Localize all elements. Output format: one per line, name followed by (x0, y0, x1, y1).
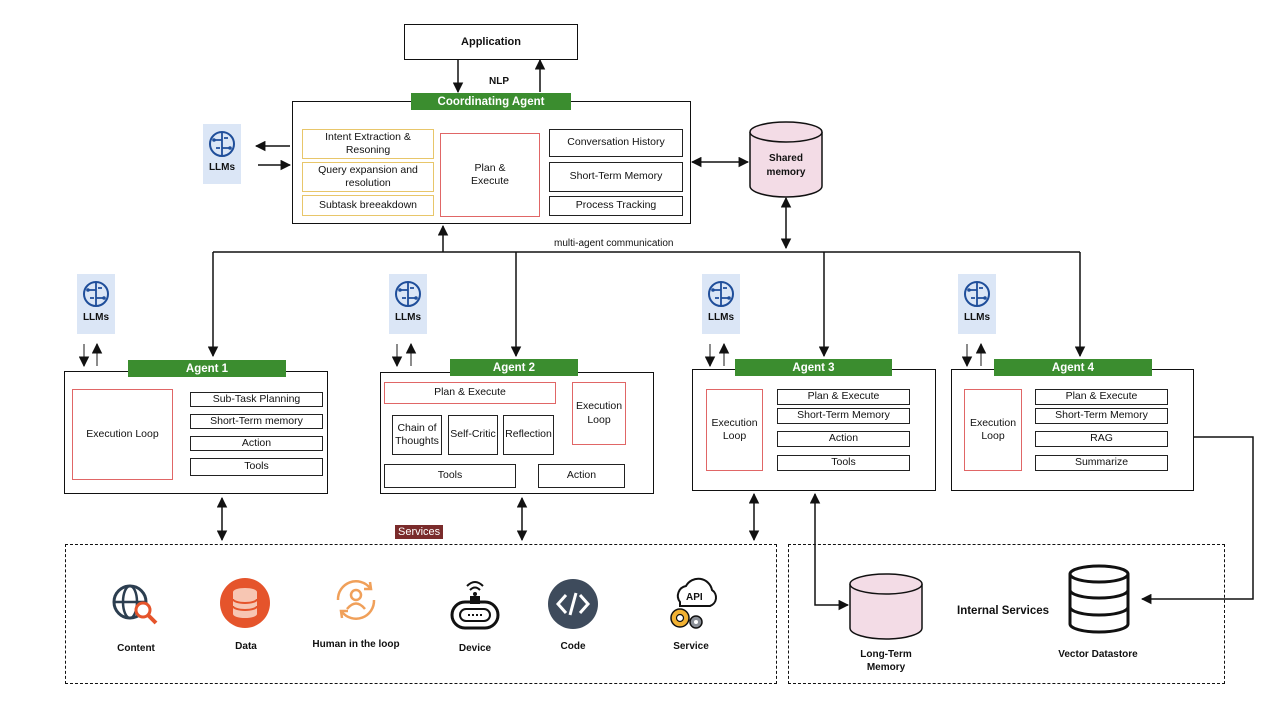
coordinating-agent-box: Intent Extraction & Resoning Query expan… (292, 101, 691, 224)
agent4-box: Execution Loop Plan & Execute Short-Term… (951, 369, 1194, 491)
agent1-execution-loop: Execution Loop (72, 389, 173, 480)
service-code-label: Code (560, 641, 586, 652)
shared-memory-cylinder (749, 121, 823, 198)
query-expansion: Query expansion and resolution (302, 162, 434, 192)
agent1-subtask-planning: Sub-Task Planning (190, 392, 323, 407)
services-label: Services (395, 525, 444, 539)
brain-icon (83, 281, 109, 307)
agent2-title: Agent 2 (450, 359, 578, 376)
api-gear-icon: API (670, 577, 717, 629)
agent3-short-term-memory: Short-Term Memory (777, 408, 910, 424)
short-term-memory: Short-Term Memory (549, 162, 683, 192)
code-icon (548, 579, 598, 629)
agent1-tools: Tools (190, 458, 323, 476)
llm-label: LLMs (963, 312, 991, 323)
brain-icon (209, 131, 235, 157)
agent4-short-term-memory: Short-Term Memory (1035, 408, 1168, 424)
brain-icon (395, 281, 421, 307)
agent2-box: Plan & Execute Execution Loop Chain of T… (380, 372, 654, 494)
llm-label: LLMs (394, 312, 422, 323)
agent2-self-critic: Self-Critic (448, 415, 498, 455)
agent2-plan-execute: Plan & Execute (384, 382, 556, 404)
nlp-label: NLP (489, 76, 509, 87)
llm-label: LLMs (707, 312, 735, 323)
agent3-action: Action (777, 431, 910, 447)
agent3-tools: Tools (777, 455, 910, 471)
shared-memory-label: Shared memory (766, 153, 806, 178)
conversation-history: Conversation History (549, 129, 683, 157)
agent3-plan-execute: Plan & Execute (777, 389, 910, 405)
llm-block-agent1: LLMs (77, 274, 115, 334)
agent2-reflection: Reflection (503, 415, 554, 455)
agent2-chain-of-thoughts: Chain of Thoughts (392, 415, 442, 455)
brain-icon (964, 281, 990, 307)
llm-block-coordinator: LLMs (203, 124, 241, 184)
service-service-label: Service (673, 641, 709, 652)
agent4-plan-execute: Plan & Execute (1035, 389, 1168, 405)
agent3-box: Execution Loop Plan & Execute Short-Term… (692, 369, 936, 491)
coordinating-agent-title: Coordinating Agent (411, 93, 571, 110)
brain-icon (708, 281, 734, 307)
multi-agent-communication-label: multi-agent communication (554, 238, 674, 249)
application-box: Application (404, 24, 578, 60)
globe-search-icon (112, 584, 158, 625)
service-content-label: Content (117, 643, 155, 654)
long-term-memory-label: Long-Term Memory (860, 649, 912, 673)
svg-text:API: API (686, 592, 703, 603)
service-human-label: Human in the loop (312, 639, 400, 650)
llm-block-agent4: LLMs (958, 274, 996, 334)
llm-label: LLMs (82, 312, 110, 323)
intent-extraction: Intent Extraction & Resoning (302, 129, 434, 159)
agent1-box: Execution Loop Sub-Task Planning Short-T… (64, 371, 328, 494)
llm-label: LLMs (208, 162, 236, 173)
service-data-label: Data (235, 641, 257, 652)
vector-datastore-label: Vector Datastore (1058, 649, 1138, 660)
human-loop-icon (336, 580, 376, 620)
database-icon (220, 578, 270, 628)
agent1-title: Agent 1 (128, 360, 286, 377)
long-term-memory-cylinder (849, 573, 923, 640)
llm-block-agent3: LLMs (702, 274, 740, 334)
vector-datastore-icon (1068, 564, 1130, 634)
internal-services-region (788, 544, 1225, 684)
agent4-execution-loop: Execution Loop (964, 389, 1022, 471)
internal-services-title: Internal Services (957, 605, 1050, 617)
service-device-label: Device (458, 643, 492, 654)
agent2-action: Action (538, 464, 625, 488)
device-icon (450, 581, 500, 630)
plan-execute: Plan & Execute (440, 133, 540, 217)
agent4-summarize: Summarize (1035, 455, 1168, 471)
agent2-tools: Tools (384, 464, 516, 488)
agent4-rag: RAG (1035, 431, 1168, 447)
agent4-title: Agent 4 (994, 359, 1152, 376)
process-tracking: Process Tracking (549, 196, 683, 216)
subtask-breakdown: Subtask breeakdown (302, 195, 434, 216)
agent1-action: Action (190, 436, 323, 451)
services-region (65, 544, 777, 684)
agent2-execution-loop: Execution Loop (572, 382, 626, 445)
llm-block-agent2: LLMs (389, 274, 427, 334)
agent1-short-term-memory: Short-Term memory (190, 414, 323, 429)
agent3-execution-loop: Execution Loop (706, 389, 763, 471)
agent3-title: Agent 3 (735, 359, 892, 376)
